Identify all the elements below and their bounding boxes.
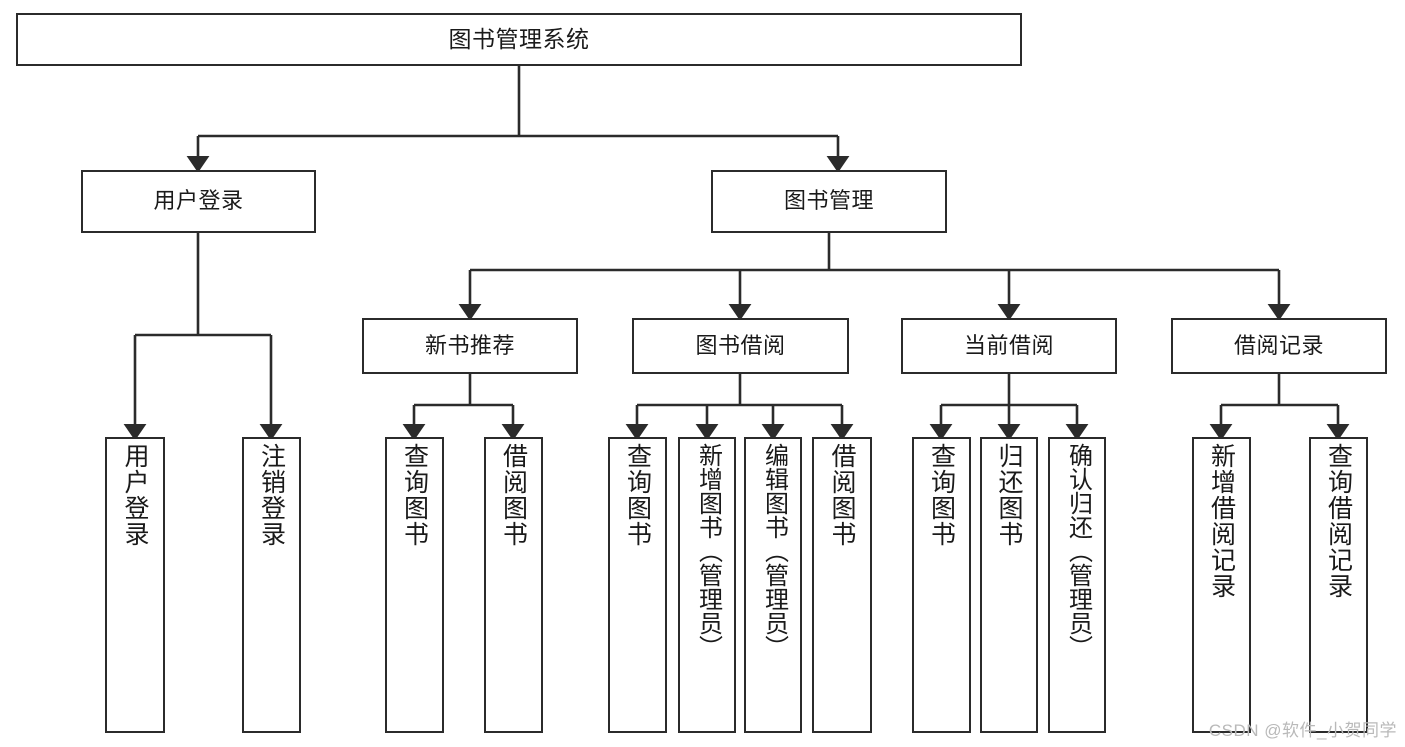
leaf-query-book-borrow[interactable]: 查询图书 — [608, 437, 667, 733]
leaf-confirm-return-admin[interactable]: 确认归还（管理员） — [1048, 437, 1106, 733]
leaf-return-book[interactable]: 归还图书 — [980, 437, 1038, 733]
node-new-book-recommend[interactable]: 新书推荐 — [362, 318, 578, 374]
leaf-query-book-recommend[interactable]: 查询图书 — [385, 437, 444, 733]
node-book-management[interactable]: 图书管理 — [711, 170, 947, 233]
node-label: 借阅记录 — [1233, 332, 1324, 358]
node-label: 注销登录 — [257, 443, 286, 547]
node-label: 归还图书 — [995, 443, 1023, 547]
leaf-edit-book-admin[interactable]: 编辑图书（管理员） — [744, 437, 802, 733]
node-label: 查询图书 — [400, 443, 429, 547]
node-label: 查询借阅记录 — [1324, 443, 1353, 599]
node-label: 图书管理 — [783, 188, 874, 214]
leaf-add-book-admin[interactable]: 新增图书（管理员） — [678, 437, 736, 733]
leaf-user-login[interactable]: 用户登录 — [105, 437, 165, 733]
node-label: 查询图书 — [927, 443, 956, 547]
node-root-book-management-system[interactable]: 图书管理系统 — [16, 13, 1022, 66]
node-label: 当前借阅 — [963, 332, 1054, 358]
node-label: 借阅图书 — [828, 443, 856, 547]
node-user-login[interactable]: 用户登录 — [81, 170, 316, 233]
node-label: 新增图书（管理员） — [694, 443, 722, 659]
node-borrow-record[interactable]: 借阅记录 — [1171, 318, 1387, 374]
leaf-query-book-current[interactable]: 查询图书 — [912, 437, 971, 733]
node-book-borrow[interactable]: 图书借阅 — [632, 318, 849, 374]
leaf-add-borrow-record[interactable]: 新增借阅记录 — [1192, 437, 1251, 733]
node-label: 用户登录 — [153, 188, 244, 214]
node-label: 新增借阅记录 — [1207, 443, 1236, 599]
leaf-borrow-book[interactable]: 借阅图书 — [812, 437, 872, 733]
leaf-logout[interactable]: 注销登录 — [242, 437, 301, 733]
watermark-text: CSDN @软件_小贺同学 — [1208, 721, 1397, 740]
leaf-borrow-book-recommend[interactable]: 借阅图书 — [484, 437, 543, 733]
node-label: 确认归还（管理员） — [1064, 443, 1092, 659]
node-label: 查询图书 — [623, 443, 652, 547]
node-label: 编辑图书（管理员） — [760, 443, 788, 659]
node-label: 图书借阅 — [695, 332, 786, 358]
node-label: 图书管理系统 — [448, 25, 590, 52]
node-label: 新书推荐 — [424, 332, 515, 358]
node-label: 借阅图书 — [499, 443, 528, 547]
node-label: 用户登录 — [121, 443, 149, 547]
node-current-borrow[interactable]: 当前借阅 — [901, 318, 1117, 374]
leaf-query-borrow-record[interactable]: 查询借阅记录 — [1309, 437, 1368, 733]
